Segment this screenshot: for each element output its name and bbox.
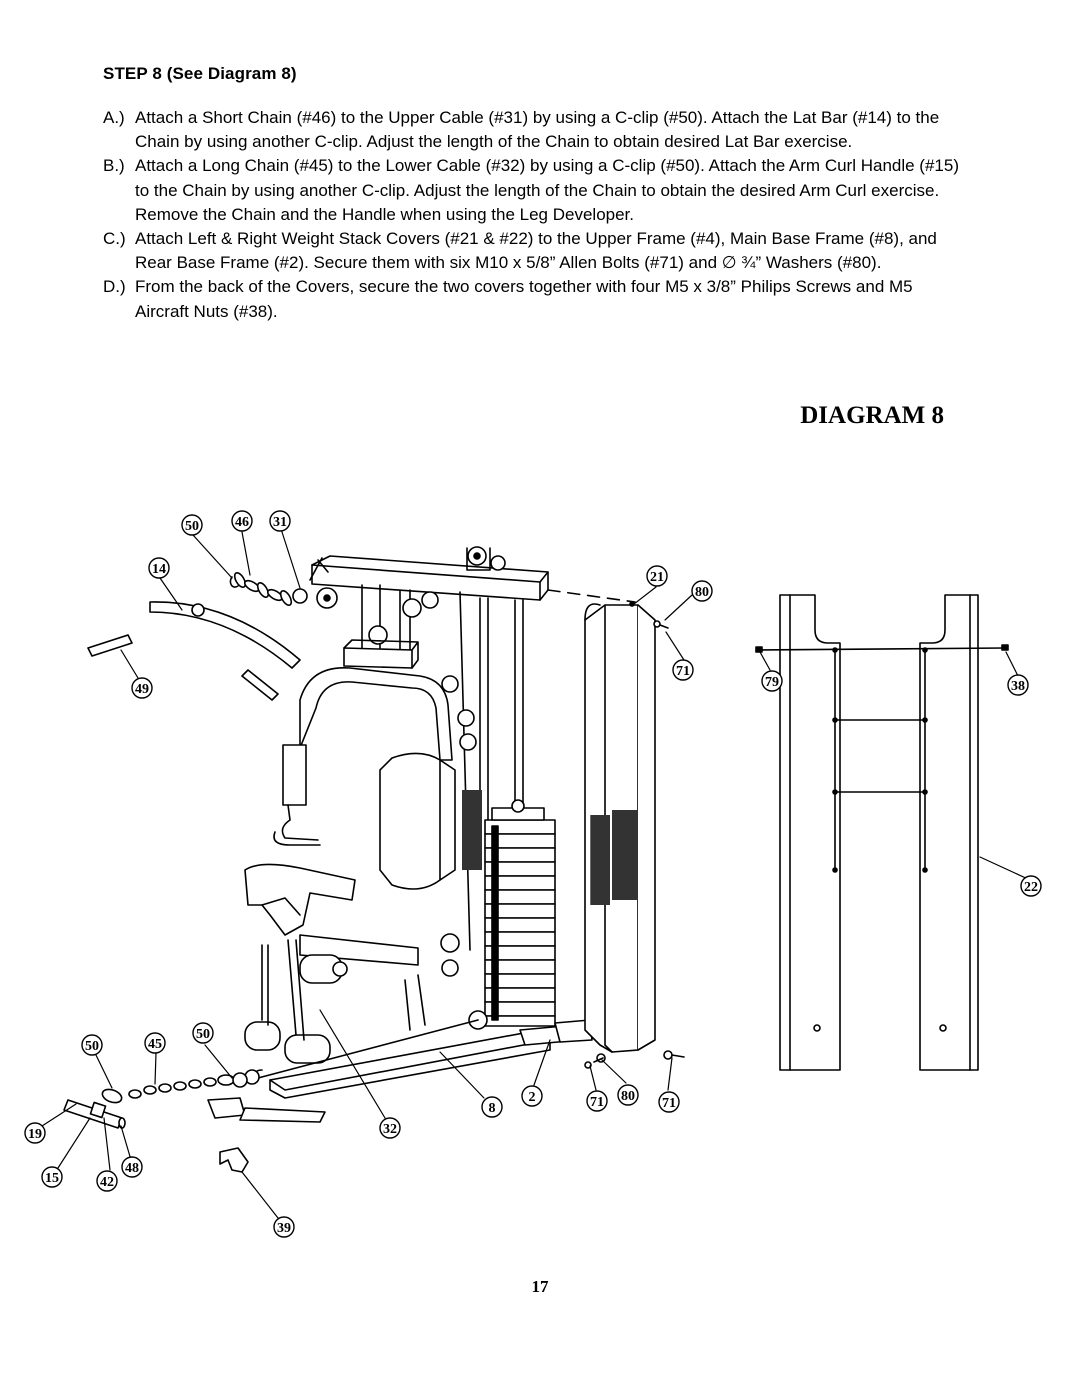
callout-leader-lines bbox=[41, 531, 1031, 1219]
callout-21: 21 bbox=[646, 565, 668, 587]
svg-text:2: 2 bbox=[529, 1090, 536, 1105]
step-heading: STEP 8 (See Diagram 8) bbox=[103, 64, 297, 83]
svg-text:49: 49 bbox=[135, 682, 149, 697]
instruction-text: Attach Left & Right Weight Stack Covers … bbox=[135, 229, 937, 273]
svg-text:22: 22 bbox=[1024, 880, 1038, 895]
svg-text:71: 71 bbox=[662, 1096, 676, 1111]
weight-stack-cover-left bbox=[584, 601, 656, 1053]
callout-71: 71 bbox=[658, 1091, 680, 1113]
callout-50: 50 bbox=[181, 514, 203, 536]
callout-49: 49 bbox=[131, 677, 153, 699]
instruction-text: Attach a Long Chain (#45) to the Lower C… bbox=[135, 156, 959, 224]
svg-text:80: 80 bbox=[621, 1089, 635, 1104]
svg-text:46: 46 bbox=[235, 515, 249, 530]
svg-text:71: 71 bbox=[676, 664, 690, 679]
callout-38: 38 bbox=[1007, 674, 1029, 696]
instruction-letter: B.) bbox=[103, 156, 125, 176]
weight-stack-cover-flat bbox=[755, 594, 1009, 1071]
callout-42: 42 bbox=[96, 1170, 118, 1192]
svg-text:50: 50 bbox=[185, 519, 199, 534]
callout-50: 50 bbox=[81, 1034, 103, 1056]
callout-14: 14 bbox=[148, 557, 170, 579]
svg-text:80: 80 bbox=[695, 585, 709, 600]
lat-bar bbox=[87, 601, 301, 701]
instruction-item: C.) Attach Left & Right Weight Stack Cov… bbox=[103, 227, 963, 275]
instruction-letter: D.) bbox=[103, 277, 126, 297]
callout-48: 48 bbox=[121, 1156, 143, 1178]
callout-32: 32 bbox=[379, 1117, 401, 1139]
callout-8: 8 bbox=[481, 1096, 503, 1118]
svg-text:50: 50 bbox=[196, 1027, 210, 1042]
svg-text:38: 38 bbox=[1011, 679, 1025, 694]
instruction-text: From the back of the Covers, secure the … bbox=[135, 277, 913, 321]
arm-curl-handle bbox=[63, 1099, 126, 1129]
bracket-part bbox=[219, 1147, 249, 1173]
svg-text:45: 45 bbox=[148, 1037, 162, 1052]
callout-50: 50 bbox=[192, 1022, 214, 1044]
svg-text:39: 39 bbox=[277, 1221, 291, 1236]
weight-stack bbox=[462, 790, 556, 1027]
callout-80: 80 bbox=[691, 580, 713, 602]
svg-text:31: 31 bbox=[273, 515, 287, 530]
svg-text:32: 32 bbox=[383, 1122, 397, 1137]
short-chain bbox=[229, 571, 308, 607]
svg-text:48: 48 bbox=[125, 1161, 139, 1176]
svg-text:15: 15 bbox=[45, 1171, 59, 1186]
callout-15: 15 bbox=[41, 1166, 63, 1188]
svg-text:21: 21 bbox=[650, 570, 664, 585]
svg-text:19: 19 bbox=[28, 1127, 42, 1142]
callout-39: 39 bbox=[273, 1216, 295, 1238]
svg-text:79: 79 bbox=[765, 675, 779, 690]
callout-71: 71 bbox=[586, 1090, 608, 1112]
page-number: 17 bbox=[531, 1277, 549, 1296]
callout-45: 45 bbox=[144, 1032, 166, 1054]
diagram-title: DIAGRAM 8 bbox=[800, 402, 944, 429]
instruction-letter: A.) bbox=[103, 108, 125, 127]
callout-71: 71 bbox=[672, 659, 694, 681]
svg-text:50: 50 bbox=[85, 1039, 99, 1054]
svg-text:14: 14 bbox=[152, 562, 166, 577]
callout-31: 31 bbox=[269, 510, 291, 532]
callout-79: 79 bbox=[761, 670, 783, 692]
callout-46: 46 bbox=[231, 510, 253, 532]
instruction-item: D.) From the back of the Covers, secure … bbox=[103, 275, 963, 323]
instruction-item: A.) Attach a Short Chain (#46) to the Up… bbox=[103, 106, 963, 154]
svg-text:71: 71 bbox=[590, 1095, 604, 1110]
instruction-text: Attach a Short Chain (#46) to the Upper … bbox=[135, 108, 940, 152]
home-gym-illustration bbox=[207, 546, 636, 1123]
instruction-letter: C.) bbox=[103, 229, 126, 249]
long-chain bbox=[101, 1072, 248, 1104]
callout-labels: 50 46 31 14 49 21 80 71 79 38 22 50 45 5… bbox=[24, 510, 1042, 1238]
instructions-list: A.) Attach a Short Chain (#46) to the Up… bbox=[103, 106, 963, 324]
svg-text:8: 8 bbox=[489, 1101, 496, 1116]
svg-text:42: 42 bbox=[100, 1175, 114, 1190]
instruction-item: B.) Attach a Long Chain (#45) to the Low… bbox=[103, 154, 963, 227]
callout-80: 80 bbox=[617, 1084, 639, 1106]
callout-2: 2 bbox=[521, 1085, 543, 1107]
callout-22: 22 bbox=[1020, 875, 1042, 897]
callout-19: 19 bbox=[24, 1122, 46, 1144]
